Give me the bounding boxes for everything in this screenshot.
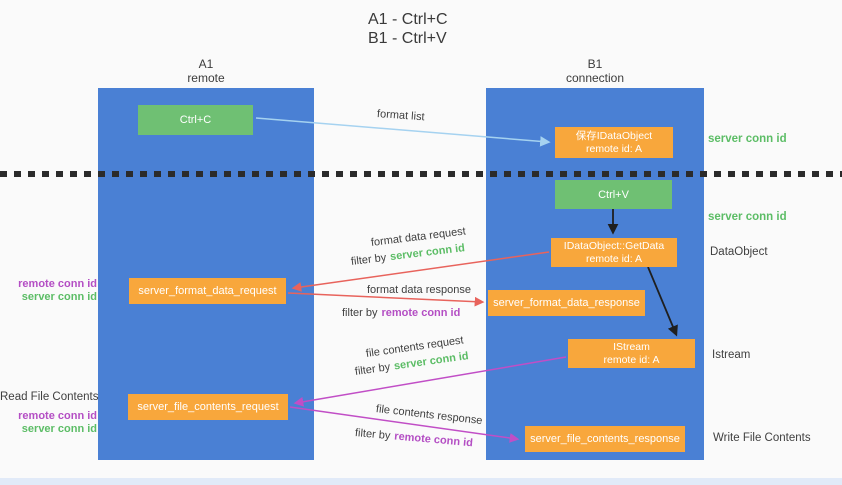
node-server-format-data-response: server_format_data_response [488,290,645,316]
arrow-file-contents-request [293,356,567,407]
lifeline-a1-role: remote [187,71,225,85]
node-save-idataobject-line2: remote id: A [585,142,643,155]
node-save-idataobject: 保存IDataObject remote id: A [555,127,673,158]
arrow-format-data-response [287,292,485,307]
node-idataobject-getdata-line2: remote id: A [585,252,643,265]
node-istream-line2: remote id: A [603,353,660,366]
arrow-getdata-to-istream [647,266,678,337]
title-line-2: B1 - Ctrl+V [368,30,447,47]
node-idataobject-getdata-line1: IDataObject::GetData [563,239,665,252]
label-server-conn-id-1: server conn id [21,291,97,303]
arrow-format-list [255,117,551,147]
node-save-idataobject-line1: 保存IDataObject [575,129,653,142]
lifeline-a1-name: A1 [198,57,214,71]
label-read-file-contents: Read File Contents [0,391,99,403]
arrow-file-contents-response [289,406,520,443]
node-server-file-contents-response-label: server_file_contents_response [530,433,680,445]
label-server-conn-id-top: server conn id [708,133,787,145]
label-format-data-response: format data response [367,284,471,296]
node-ctrl-c: Ctrl+C [138,105,253,135]
node-server-file-contents-request-label: server_file_contents_request [137,401,279,413]
lifeline-b1-name: B1 [587,57,603,71]
filter-by-text: filter by [342,307,378,319]
node-ctrl-v: Ctrl+V [555,180,672,209]
label-remote-conn-id-2: remote conn id [18,410,97,422]
label-server-conn-id-mid: server conn id [708,211,787,223]
clipboard-phase-divider [0,171,842,177]
remote-conn-id-text: remote conn id [381,307,461,319]
label-server-conn-id-2: server conn id [21,423,97,435]
node-ctrl-c-label: Ctrl+C [179,114,212,126]
label-dataobject: DataObject [710,246,768,258]
label-remote-conn-id-1: remote conn id [18,278,97,290]
bottom-edge-strip [0,478,842,485]
label-istream: Istream [712,349,751,361]
node-server-format-data-response-label: server_format_data_response [493,297,640,309]
label-write-file-contents: Write File Contents [713,432,811,444]
arrow-format-data-request [291,251,550,292]
title-line-1: A1 - Ctrl+C [368,11,448,28]
lifeline-header-b1: B1 connection [486,57,704,85]
node-server-file-contents-response: server_file_contents_response [525,426,685,452]
lifeline-header-a1: A1 remote [98,57,314,85]
node-istream-line1: IStream [613,340,650,353]
node-idataobject-getdata: IDataObject::GetData remote id: A [551,238,677,267]
node-istream: IStream remote id: A [568,339,695,368]
node-server-format-data-request-label: server_format_data_request [138,285,277,297]
node-ctrl-v-label: Ctrl+V [598,188,629,201]
node-server-file-contents-request: server_file_contents_request [128,394,288,420]
diagram-title: A1 - Ctrl+C B1 - Ctrl+V [368,10,448,48]
node-server-format-data-request: server_format_data_request [129,278,286,304]
lifeline-b1-role: connection [565,71,625,85]
